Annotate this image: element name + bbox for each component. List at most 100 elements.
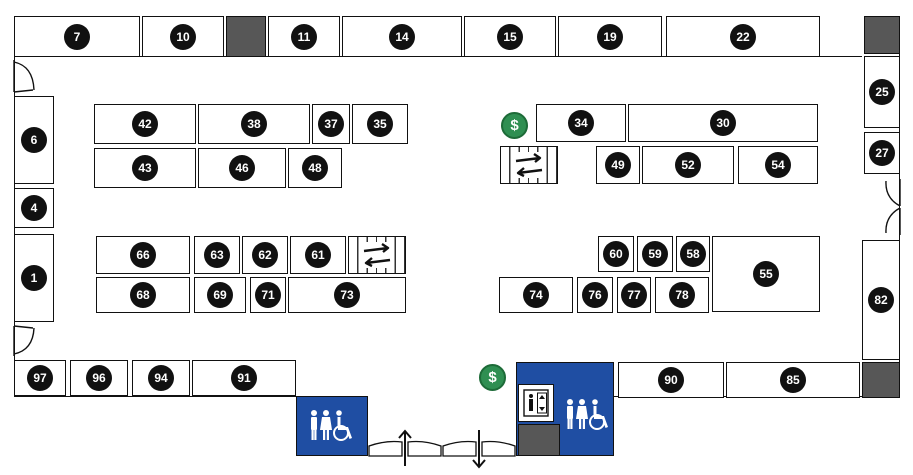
store-71[interactable]: 71 — [250, 277, 286, 313]
store-35[interactable]: 35 — [352, 104, 408, 144]
store-22[interactable]: 22 — [666, 16, 820, 57]
store-37[interactable]: 37 — [312, 104, 350, 144]
store-43[interactable]: 43 — [94, 148, 196, 188]
store-25[interactable]: 25 — [864, 56, 900, 128]
store-48[interactable]: 48 — [288, 148, 342, 188]
restroom-icon — [564, 398, 612, 432]
door-left-bottom[interactable] — [13, 324, 37, 358]
store-58[interactable]: 58 — [676, 236, 710, 272]
store-number-badge: 52 — [675, 152, 701, 178]
store-85[interactable]: 85 — [726, 362, 860, 398]
door-right[interactable] — [881, 178, 901, 236]
store-number-badge: 14 — [389, 23, 415, 50]
store-number-badge: 63 — [204, 242, 230, 268]
store-number-badge: 42 — [132, 111, 158, 137]
store-66[interactable]: 66 — [96, 236, 190, 274]
store-number-badge: 69 — [207, 282, 233, 308]
store-number-badge: 35 — [367, 111, 393, 137]
store-46[interactable]: 46 — [198, 148, 286, 188]
store-number-badge: 54 — [765, 152, 791, 178]
store-90[interactable]: 90 — [618, 362, 724, 398]
store-59[interactable]: 59 — [637, 236, 673, 272]
store-34[interactable]: 34 — [536, 104, 626, 142]
store-38[interactable]: 38 — [198, 104, 310, 144]
escalator-icon[interactable] — [348, 236, 406, 274]
escalator-icon[interactable] — [500, 146, 558, 184]
store-54[interactable]: 54 — [738, 146, 818, 184]
store-number-badge: 19 — [597, 23, 623, 50]
atm-icon[interactable]: $ — [501, 112, 528, 139]
store-number-badge: 10 — [170, 23, 196, 50]
store-number-badge: 37 — [318, 111, 344, 137]
utility-space — [226, 16, 266, 57]
store-94[interactable]: 94 — [132, 360, 190, 396]
store-77[interactable]: 77 — [617, 277, 651, 313]
store-49[interactable]: 49 — [596, 146, 640, 184]
store-63[interactable]: 63 — [194, 236, 240, 274]
store-number-badge: 66 — [130, 242, 156, 268]
store-78[interactable]: 78 — [655, 277, 709, 313]
store-76[interactable]: 76 — [577, 277, 613, 313]
store-number-badge: 4 — [21, 195, 47, 221]
store-number-badge: 1 — [21, 265, 47, 291]
store-6[interactable]: 6 — [14, 96, 54, 184]
store-number-badge: 73 — [334, 282, 360, 308]
store-number-badge: 38 — [241, 111, 267, 137]
store-number-badge: 11 — [291, 23, 317, 50]
atm-icon[interactable]: $ — [479, 364, 506, 391]
store-69[interactable]: 69 — [194, 277, 246, 313]
store-number-badge: 58 — [680, 241, 706, 267]
store-52[interactable]: 52 — [642, 146, 734, 184]
store-30[interactable]: 30 — [628, 104, 818, 142]
store-number-badge: 6 — [21, 127, 47, 153]
door-left-top[interactable] — [13, 58, 37, 94]
store-91[interactable]: 91 — [192, 360, 296, 396]
store-number-badge: 59 — [642, 241, 668, 267]
arrow-down-icon — [472, 430, 486, 469]
store-number-badge: 68 — [130, 282, 156, 308]
store-27[interactable]: 27 — [864, 132, 900, 174]
store-10[interactable]: 10 — [142, 16, 224, 57]
store-19[interactable]: 19 — [558, 16, 662, 57]
store-number-badge: 43 — [132, 155, 158, 181]
utility-space — [518, 424, 560, 456]
store-74[interactable]: 74 — [499, 277, 573, 313]
store-number-badge: 49 — [605, 152, 631, 178]
store-14[interactable]: 14 — [342, 16, 462, 57]
store-number-badge: 85 — [780, 367, 806, 393]
entrance-door[interactable] — [368, 428, 442, 468]
store-number-badge: 76 — [582, 282, 608, 308]
store-42[interactable]: 42 — [94, 104, 196, 144]
store-96[interactable]: 96 — [70, 360, 128, 396]
store-97[interactable]: 97 — [14, 360, 66, 396]
store-61[interactable]: 61 — [290, 236, 346, 274]
store-number-badge: 77 — [621, 282, 647, 308]
restroom-left[interactable] — [296, 396, 368, 456]
store-62[interactable]: 62 — [242, 236, 288, 274]
store-number-badge: 96 — [86, 365, 112, 391]
store-55[interactable]: 55 — [712, 236, 820, 312]
exit-door[interactable] — [442, 428, 516, 470]
store-number-badge: 71 — [255, 282, 281, 308]
store-number-badge: 94 — [148, 365, 174, 391]
store-number-badge: 30 — [710, 110, 736, 136]
store-number-badge: 34 — [568, 110, 594, 136]
store-number-badge: 27 — [869, 140, 895, 166]
store-15[interactable]: 15 — [464, 16, 556, 57]
store-60[interactable]: 60 — [598, 236, 634, 272]
arrow-up-icon — [398, 429, 412, 466]
utility-space — [864, 16, 900, 54]
store-7[interactable]: 7 — [14, 16, 140, 57]
store-number-badge: 97 — [27, 365, 53, 391]
store-number-badge: 55 — [753, 261, 779, 287]
store-73[interactable]: 73 — [288, 277, 406, 313]
store-number-badge: 78 — [669, 282, 695, 308]
store-68[interactable]: 68 — [96, 277, 190, 313]
store-11[interactable]: 11 — [268, 16, 340, 57]
utility-space — [862, 362, 900, 398]
elevator[interactable] — [518, 384, 554, 422]
restroom-icon — [311, 410, 352, 441]
store-4[interactable]: 4 — [14, 188, 54, 228]
store-82[interactable]: 82 — [862, 240, 900, 360]
store-1[interactable]: 1 — [14, 234, 54, 322]
